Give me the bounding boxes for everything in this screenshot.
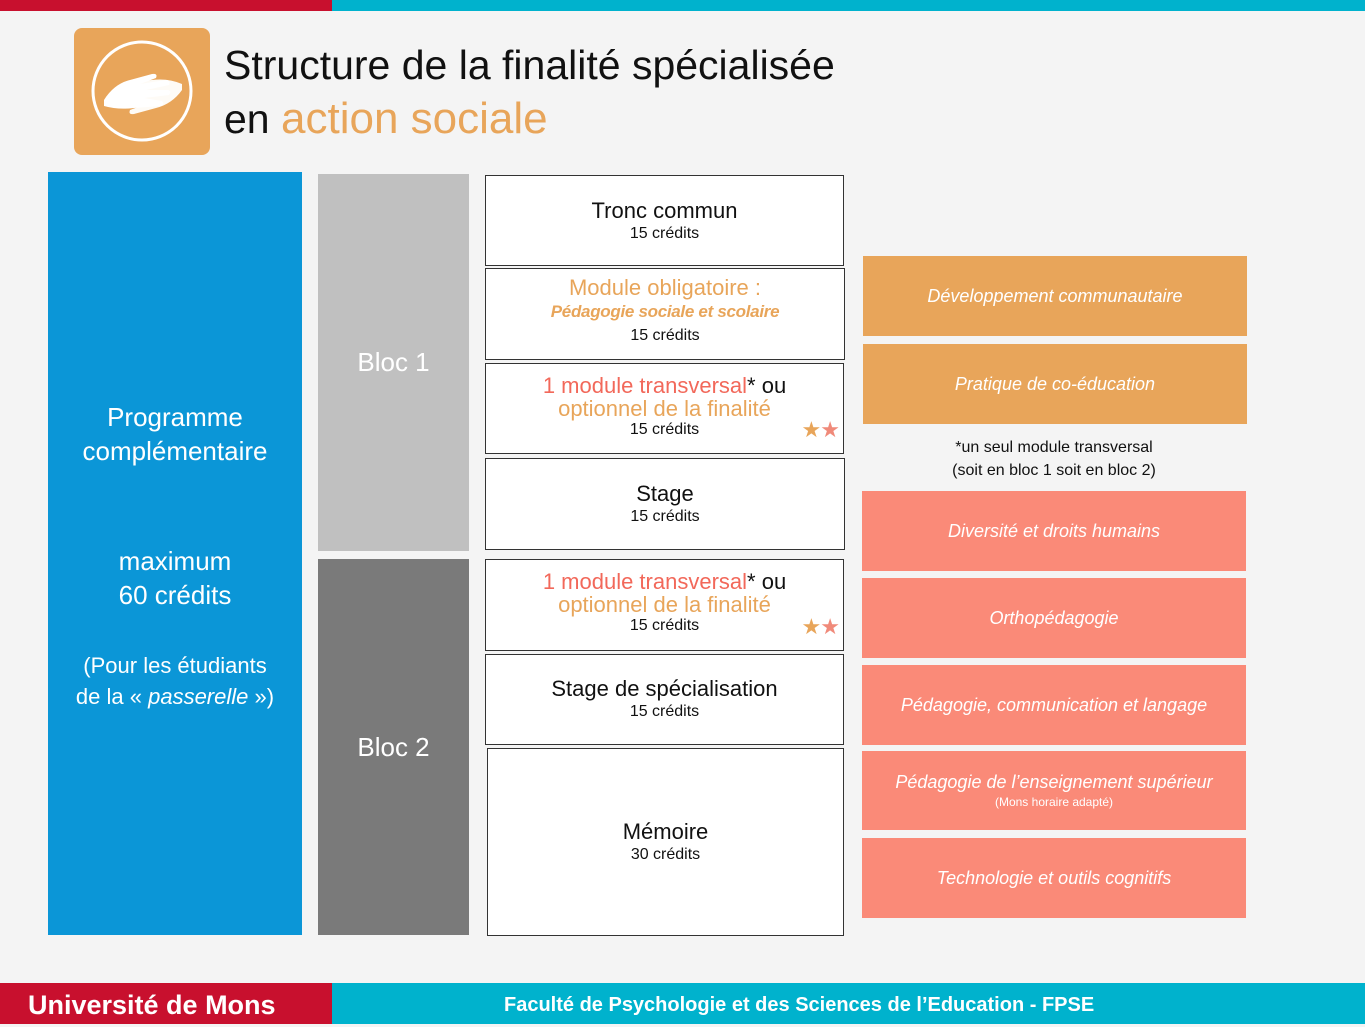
memoire-credits: 30 crédits	[630, 846, 701, 863]
passerelle-italic: passerelle	[148, 684, 249, 709]
footer-university: Université de Mons	[0, 983, 332, 1024]
footer-faculty: Faculté de Psychologie et des Sciences d…	[332, 983, 1365, 1024]
programme-line-2: complémentaire	[82, 436, 268, 466]
option-technologie-outils-cognitifs: Technologie et outils cognitifs	[862, 838, 1246, 918]
top-bar-red	[0, 0, 332, 11]
bloc-1-label: Bloc 1	[318, 174, 469, 551]
stage-box: Stage 15 crédits	[485, 458, 845, 550]
maximum-line: maximum	[118, 546, 232, 576]
transversal-2-line-1: 1 module transversal* ou	[486, 570, 843, 594]
tronc-commun-title: Tronc commun	[591, 198, 738, 223]
memoire-box: Mémoire 30 crédits	[487, 748, 844, 936]
programme-label: Programme complémentaire	[48, 400, 302, 468]
credits-max-label: maximum 60 crédits	[48, 544, 302, 612]
tronc-commun-credits: 15 crédits	[629, 225, 700, 242]
option-label: Diversité et droits humains	[947, 520, 1161, 541]
option-pedagogie-enseignement-superieur: Pédagogie de l’enseignement supérieur (M…	[862, 751, 1246, 830]
option-sublabel: (Mons horaire adapté)	[994, 795, 1114, 809]
passerelle-prefix: de la «	[75, 684, 149, 709]
stage-specialisation-credits: 15 crédits	[629, 703, 700, 720]
option-label: Développement communautaire	[927, 285, 1183, 306]
footnote-line-2: (soit en bloc 1 soit en bloc 2)	[952, 462, 1156, 479]
transversal-2-credits: 15 crédits	[629, 617, 700, 634]
option-label: Pédagogie de l’enseignement supérieur	[895, 772, 1213, 792]
star-rating-icon: ★★	[801, 417, 840, 442]
transversal-module-box-1: 1 module transversal* ou optionnel de la…	[485, 363, 844, 454]
stage-specialisation-title: Stage de spécialisation	[551, 676, 778, 701]
transversal-1-part-2: * ou	[747, 373, 787, 398]
bloc-2-label: Bloc 2	[318, 559, 469, 935]
hands-logo-icon	[74, 28, 210, 155]
top-bar-teal	[332, 0, 1365, 11]
page-title: Structure de la finalité spécialisée en …	[224, 38, 984, 146]
option-pratique-co-education: Pratique de co-éducation	[863, 344, 1247, 424]
module-obligatoire-box: Module obligatoire : Pédagogie sociale e…	[485, 268, 845, 360]
transversal-2-part-1: 1 module transversal	[542, 569, 748, 594]
passerelle-line-1: (Pour les étudiants	[83, 653, 267, 678]
option-label: Orthopédagogie	[989, 607, 1119, 628]
option-pedagogie-communication-langage: Pédagogie, communication et langage	[862, 665, 1246, 745]
credits-line: 60 crédits	[118, 580, 232, 610]
stage-title: Stage	[636, 481, 694, 506]
option-diversite-droits-humains: Diversité et droits humains	[862, 491, 1246, 571]
programme-line-1: Programme	[107, 402, 243, 432]
option-developpement-communautaire: Développement communautaire	[863, 256, 1247, 336]
transversal-2-line-2: optionnel de la finalité	[558, 592, 771, 617]
transversal-1-line-1: 1 module transversal* ou	[486, 374, 843, 398]
transversal-1-part-1: 1 module transversal	[542, 373, 748, 398]
title-accent: action sociale	[281, 94, 548, 143]
transversal-footnote: *un seul module transversal (soit en blo…	[862, 436, 1246, 482]
transversal-module-box-2: 1 module transversal* ou optionnel de la…	[485, 559, 844, 651]
module-obligatoire-credits: 15 crédits	[630, 327, 700, 344]
stage-credits: 15 crédits	[630, 508, 700, 525]
title-prefix: en	[224, 96, 281, 142]
option-label: Pratique de co-éducation	[954, 373, 1156, 394]
title-line-2: en action sociale	[224, 92, 984, 146]
tronc-commun-box: Tronc commun 15 crédits	[485, 175, 844, 266]
option-label: Technologie et outils cognitifs	[936, 867, 1172, 888]
module-obligatoire-title: Module obligatoire :	[568, 275, 761, 300]
transversal-2-part-2: * ou	[747, 569, 787, 594]
footnote-line-1: *un seul module transversal	[955, 439, 1153, 456]
option-orthopedagogie: Orthopédagogie	[862, 578, 1246, 658]
stage-specialisation-box: Stage de spécialisation 15 crédits	[485, 654, 844, 745]
memoire-title: Mémoire	[622, 819, 709, 844]
programme-complementaire-panel: Programme complémentaire maximum 60 créd…	[48, 172, 302, 935]
module-obligatoire-subtitle: Pédagogie sociale et scolaire	[550, 302, 780, 321]
title-line-1: Structure de la finalité spécialisée	[224, 42, 835, 88]
transversal-1-line-2: optionnel de la finalité	[558, 396, 771, 421]
passerelle-suffix: »)	[248, 684, 275, 709]
transversal-1-credits: 15 crédits	[629, 421, 700, 438]
option-label: Pédagogie, communication et langage	[900, 694, 1208, 715]
passerelle-note: (Pour les étudiants de la « passerelle »…	[48, 650, 302, 712]
passerelle-line-2: de la « passerelle »)	[48, 681, 302, 712]
star-rating-icon: ★★	[801, 614, 840, 639]
